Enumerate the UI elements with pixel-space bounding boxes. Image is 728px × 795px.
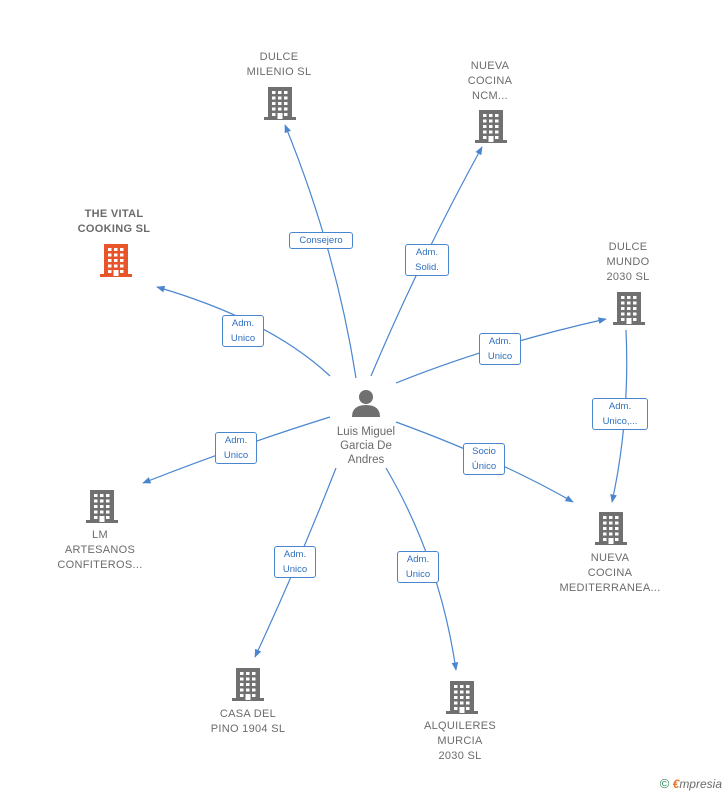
company-label-dulce-mundo-2030[interactable]: DULCE MUNDO 2030 SL (606, 241, 650, 283)
building-icon-nueva-cocina-mediterranea[interactable] (595, 512, 627, 545)
company-label-casa-del-pino[interactable]: CASA DEL PINO 1904 SL (210, 708, 286, 735)
footer-brand[interactable]: © €mpresia (660, 776, 722, 791)
relation-label-consejero: Consejero (289, 232, 353, 249)
company-label-dulce-milenio[interactable]: DULCE MILENIO SL (246, 51, 312, 78)
relation-label-adm-unico-mundo-mediterranea: Adm. Unico,... (592, 398, 648, 430)
building-icon-lm-artesanos[interactable] (86, 490, 118, 523)
relation-label-adm-unico-vital: Adm. Unico (222, 315, 264, 347)
building-icon-the-vital-cooking[interactable] (100, 244, 132, 277)
building-icon-casa-del-pino[interactable] (232, 668, 264, 701)
company-label-nueva-cocina-ncm[interactable]: NUEVA COCINA NCM... (467, 60, 513, 102)
relation-label-adm-unico-dulce-mundo: Adm. Unico (479, 333, 521, 365)
company-label-the-vital-cooking[interactable]: THE VITAL COOKING SL (77, 208, 151, 235)
relation-label-adm-unico-alquileres: Adm. Unico (397, 551, 439, 583)
company-label-lm-artesanos[interactable]: LM ARTESANOS CONFITEROS... (57, 529, 143, 571)
building-icon-dulce-mundo-2030[interactable] (613, 292, 645, 325)
relation-label-adm-unico-casa-pino: Adm. Unico (274, 546, 316, 578)
center-person-name[interactable]: Luis Miguel Garcia De Andres (336, 426, 396, 466)
person-icon[interactable] (352, 390, 380, 417)
relation-label-adm-unico-lm: Adm. Unico (215, 432, 257, 464)
company-label-alquileres-murcia[interactable]: ALQUILERES MURCIA 2030 SL (423, 720, 497, 762)
relation-label-socio-unico: Socio Único (463, 443, 505, 475)
empresia-logo-text: mpresia (679, 777, 722, 791)
building-icon-alquileres-murcia[interactable] (446, 681, 478, 714)
company-label-nueva-cocina-mediterranea[interactable]: NUEVA COCINA MEDITERRANEA... (559, 552, 661, 594)
building-icon-nueva-cocina-ncm[interactable] (475, 110, 507, 143)
building-icon-dulce-milenio[interactable] (264, 87, 296, 120)
relation-label-adm-solid: Adm. Solid. (405, 244, 449, 276)
edge-dulce-milenio (284, 124, 357, 379)
copyright-icon: © (659, 776, 670, 791)
empresia-logo-e: € (672, 777, 680, 791)
